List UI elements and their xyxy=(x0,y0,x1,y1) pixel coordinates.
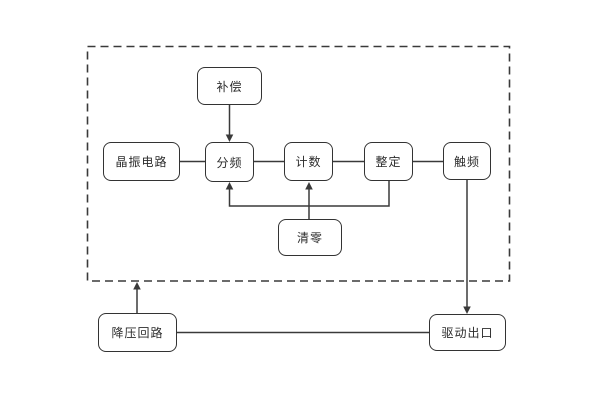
dashed-boundary xyxy=(86,45,511,282)
node-compensation: 补偿 xyxy=(197,67,262,105)
node-counter: 计数 xyxy=(284,142,333,181)
node-trigger-frequency: 触频 xyxy=(443,142,491,180)
node-setting: 整定 xyxy=(364,142,413,181)
node-drive-output: 驱动出口 xyxy=(429,314,506,351)
node-crystal-oscillator: 晶振电路 xyxy=(103,142,180,181)
node-step-down-circuit: 降压回路 xyxy=(98,313,177,352)
node-clear-zero: 清零 xyxy=(278,219,342,256)
arrowhead-up-counter xyxy=(305,182,313,190)
arrowhead-up-divider xyxy=(225,182,234,190)
node-frequency-divider: 分频 xyxy=(205,142,254,182)
arrowhead-down-divider xyxy=(225,134,234,142)
arrowhead-down-driveout xyxy=(463,306,471,314)
arrowhead-up-boundary xyxy=(133,282,141,290)
